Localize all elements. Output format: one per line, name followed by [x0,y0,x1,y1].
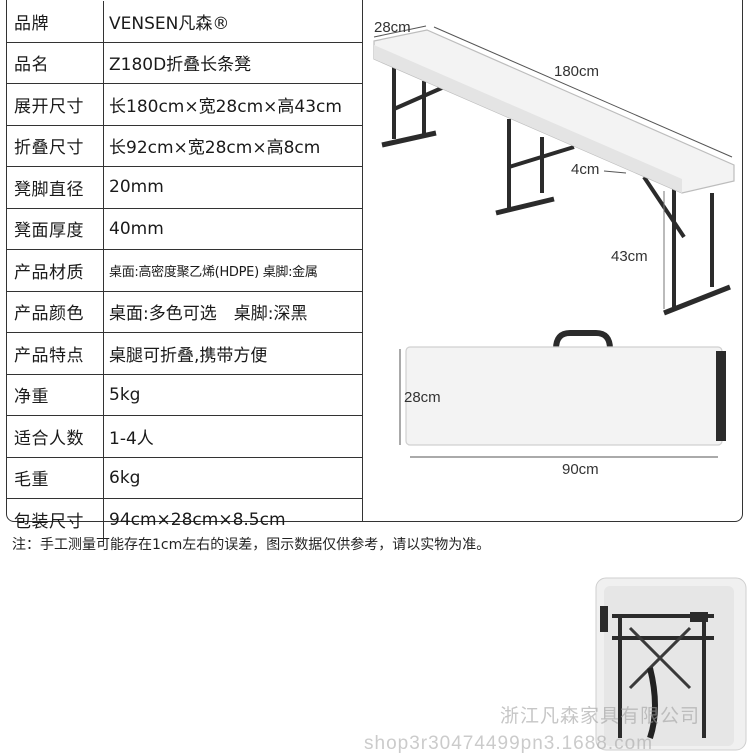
spec-label: 品名 [7,42,104,83]
shop-url-watermark: shop3r30474499pn3.1688.com [364,733,654,754]
spec-value: 20mm [109,177,164,198]
folded-width-dimension-label: 28cm [404,389,441,406]
spec-value: 5kg [109,384,141,405]
shop-name-watermark: 浙江凡森家具有限公司 [500,705,701,727]
spec-label: 净重 [7,374,104,415]
spec-value: 长92cm×宽28cm×高8cm [109,138,321,159]
spec-label: 产品颜色 [7,291,104,332]
spec-row: 展开尺寸长180cm×宽28cm×高43cm [7,84,363,126]
spec-value: VENSEN凡森® [109,13,230,34]
spec-label: 产品特点 [7,333,104,374]
length-dimension-label: 180cm [554,63,600,80]
width-dimension-label: 28cm [374,19,411,36]
unfolded-bench [373,25,735,316]
height-dimension-label: 43cm [611,248,648,265]
spec-label: 展开尺寸 [7,84,104,125]
spec-value: 桌腿可折叠,携带方便 [109,345,268,366]
spec-row: 产品特点桌腿可折叠,携带方便 [7,333,363,375]
spec-value: 长180cm×宽28cm×高43cm [109,96,342,117]
spec-row: 折叠尺寸长92cm×宽28cm×高8cm [7,125,363,167]
spec-value: 桌面:多色可选 桌脚:深黑 [109,304,308,325]
measurement-footnote: 注：手工测量可能存在1cm左右的误差，图示数据仅供参考，请以实物为准。 [12,537,491,553]
spec-label: 品牌 [7,1,104,42]
spec-value: Z180D折叠长条凳 [109,55,252,76]
folded-length-dimension-label: 90cm [562,461,599,478]
folded-bench [399,330,726,458]
spec-label: 凳面厚度 [7,208,104,249]
folded-bench-image [595,577,747,751]
bench-illustration [373,25,735,458]
spec-row: 产品材质桌面:高密度聚乙烯(HDPE) 桌脚:金属 [7,250,363,292]
spec-value: 94cm×28cm×8.5cm [109,509,286,530]
spec-label: 毛重 [7,457,104,498]
spec-value: 40mm [109,218,164,239]
spec-label: 包装尺寸 [7,499,104,541]
spec-value: 6kg [109,467,141,488]
spec-label: 产品材质 [7,250,104,291]
bench-diagram: 28cm 180cm 4cm 43cm 28cm 90cm [364,0,744,523]
thickness-dimension-label: 4cm [571,161,600,178]
spec-row: 产品颜色桌面:多色可选 桌脚:深黑 [7,291,363,333]
spec-value: 1-4人 [109,428,154,449]
spec-label: 折叠尺寸 [7,125,104,166]
folded-bench-photo [500,568,750,751]
spec-label: 适合人数 [7,416,104,457]
spec-value: 桌面:高密度聚乙烯(HDPE) 桌脚:金属 [109,264,318,280]
spec-label: 凳脚直径 [7,167,104,208]
